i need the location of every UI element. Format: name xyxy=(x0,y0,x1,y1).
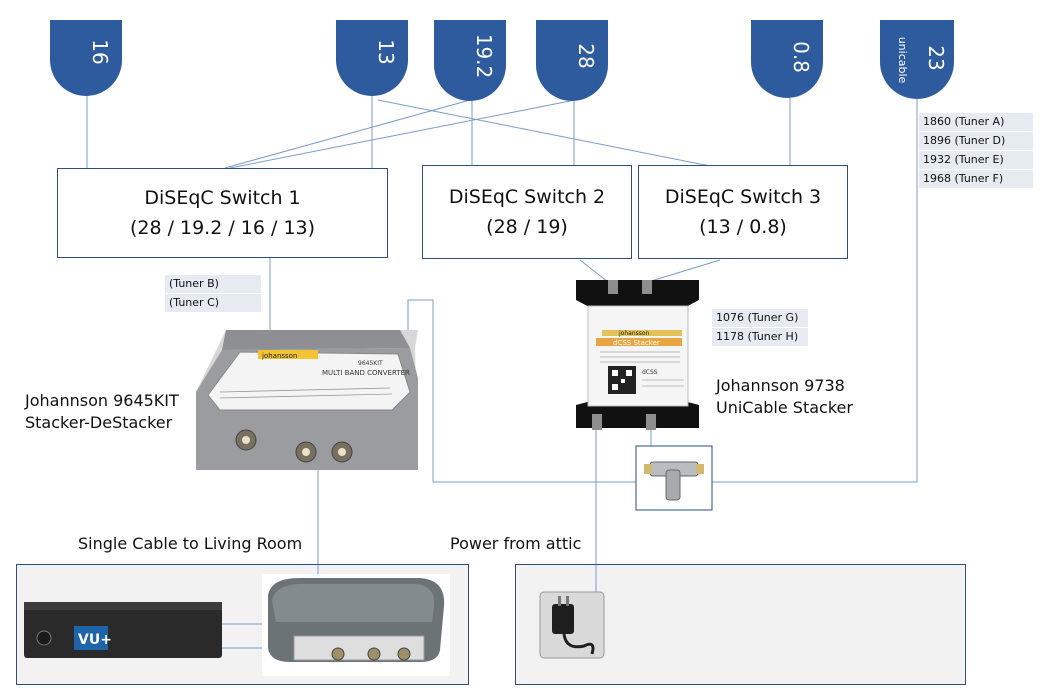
tuner-tag-g: 1076 (Tuner G) xyxy=(712,309,808,327)
destacker-name: Johannson 9645KIT xyxy=(25,391,179,410)
router-device xyxy=(262,574,450,676)
sat-23-sublabel: unicable xyxy=(896,37,909,84)
tuner-tag-d: 1896 (Tuner D) xyxy=(919,132,1033,150)
diseqc-switch-3: DiSEqC Switch 3 (13 / 0.8) xyxy=(638,165,848,259)
sat-19-2-icon xyxy=(434,20,506,101)
switch-2-sats: (28 / 19) xyxy=(486,216,568,238)
tuner-tag-b: (Tuner B) xyxy=(165,275,261,293)
tuner-tag-f: 1968 (Tuner F) xyxy=(919,170,1033,188)
stacker-badge: dCSS xyxy=(642,369,658,376)
cable-unicable xyxy=(712,98,918,483)
power-adapter xyxy=(539,591,605,659)
destacker-model: 9645KIT xyxy=(358,360,383,367)
switch-3-title: DiSEqC Switch 3 xyxy=(664,186,822,208)
sat-28-icon xyxy=(536,20,608,101)
destacker-caption: Johannson 9645KIT Stacker-DeStacker xyxy=(25,390,179,434)
cable-28-sw1 xyxy=(229,99,576,169)
destacker-title: MULTI BAND CONVERTER xyxy=(322,369,410,377)
living-room-panel xyxy=(16,564,469,685)
satellites xyxy=(50,20,954,101)
switch-3-sats: (13 / 0.8) xyxy=(699,216,787,238)
sat-0-8-icon xyxy=(751,20,823,98)
tuner-tag-c: (Tuner C) xyxy=(165,294,261,312)
switch-1-title: DiSEqC Switch 1 xyxy=(144,187,301,209)
power-caption: Power from attic xyxy=(450,534,582,553)
cable-sw2-stacker xyxy=(579,259,609,283)
stacker-title: dCSS Stacker xyxy=(613,339,660,347)
t-splitter xyxy=(635,445,713,511)
stacker-caption: Johannson 9738 UniCable Stacker xyxy=(716,375,853,419)
tuner-tag-h: 1178 (Tuner H) xyxy=(712,328,808,346)
destacker-device: johansson 9645KIT MULTI BAND CONVERTER xyxy=(196,330,418,470)
sat-28-label: 28 xyxy=(574,43,598,68)
destacker-brand: johansson xyxy=(261,352,297,360)
receiver-device: VU+ xyxy=(24,602,222,658)
switch-2-title: DiSEqC Switch 2 xyxy=(448,186,606,208)
diseqc-switch-2: DiSEqC Switch 2 (28 / 19) xyxy=(422,165,632,259)
stacker-type: UniCable Stacker xyxy=(716,398,853,417)
destacker-type: Stacker-DeStacker xyxy=(25,413,173,432)
diseqc-switch-1: DiSEqC Switch 1 (28 / 19.2 / 16 / 13) xyxy=(57,168,388,258)
sat-0-8-label: 0.8 xyxy=(789,41,813,73)
switch-1-sats: (28 / 19.2 / 16 / 13) xyxy=(129,217,316,239)
stacker-device: johansson dCSS Stacker dCSS xyxy=(576,280,699,430)
sat-13-icon xyxy=(336,20,408,96)
cable-19-sw1 xyxy=(224,99,471,169)
cable-13-sw3 xyxy=(377,99,721,169)
attic-power-panel xyxy=(515,564,966,685)
stacker-name: Johannson 9738 xyxy=(716,376,845,395)
cable-destacker-loop xyxy=(407,299,640,483)
receiver-logo: VU+ xyxy=(78,632,112,648)
sat-23-label: 23 xyxy=(924,45,948,70)
sat-16-icon xyxy=(50,20,122,96)
sat-19-2-label: 19.2 xyxy=(472,34,496,79)
sat-13-label: 13 xyxy=(374,39,398,64)
tuner-tag-a: 1860 (Tuner A) xyxy=(919,113,1033,131)
cable-sw3-stacker xyxy=(647,259,721,283)
sat-16-label: 16 xyxy=(88,39,112,64)
living-room-caption: Single Cable to Living Room xyxy=(78,534,303,553)
tuner-tag-e: 1932 (Tuner E) xyxy=(919,151,1033,169)
sat-23-icon xyxy=(880,20,954,99)
cable-lines xyxy=(86,95,918,649)
stacker-brand: johansson xyxy=(618,330,650,337)
